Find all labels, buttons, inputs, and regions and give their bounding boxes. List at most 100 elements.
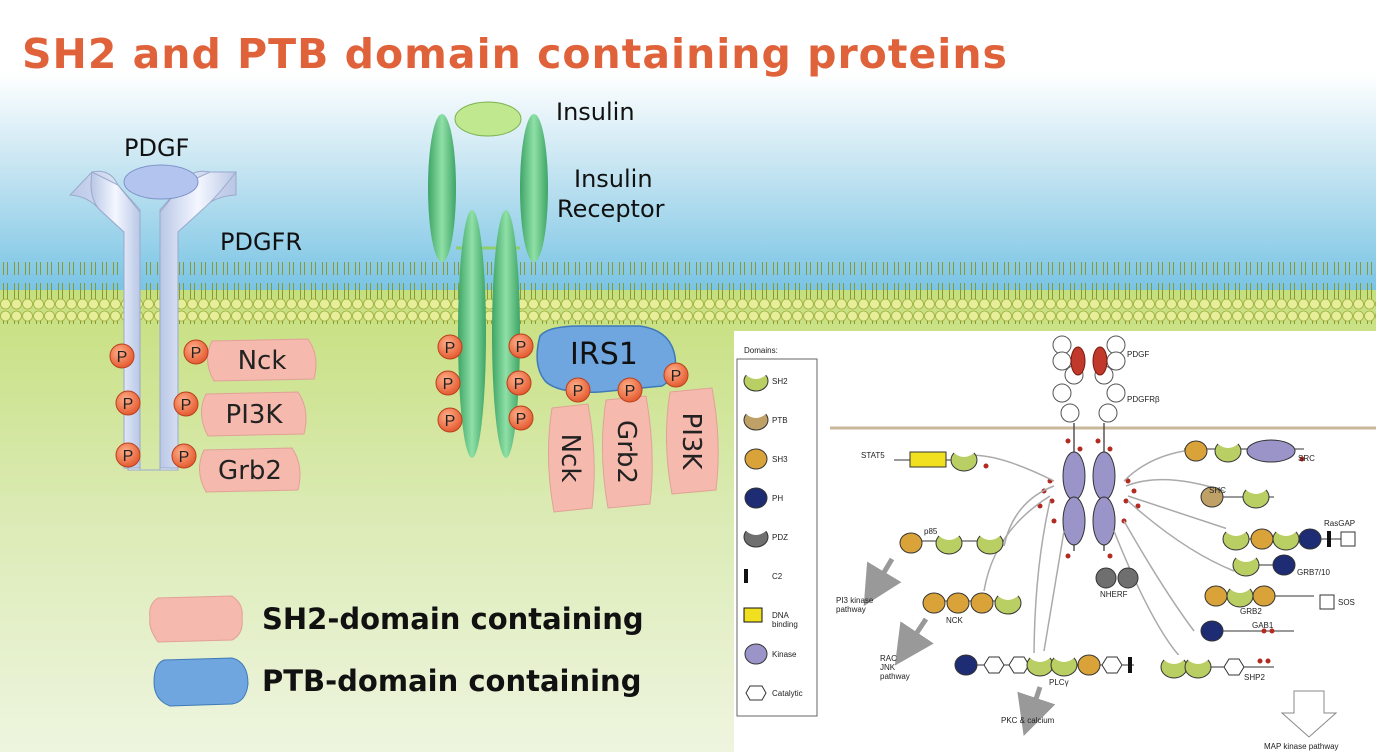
sh2-domain bbox=[976, 531, 1004, 555]
domain-legend-title: Domains: bbox=[744, 346, 778, 355]
shc-label: SHC bbox=[1209, 486, 1226, 495]
nck-sh3b bbox=[946, 592, 970, 614]
notch bbox=[1276, 527, 1296, 536]
receptor-ig-domain bbox=[1106, 335, 1126, 355]
domain-legend-c2: C2 bbox=[744, 569, 783, 583]
mapk-pathway-label: MAP kinase pathway bbox=[1264, 742, 1339, 751]
irs1-binder-nck bbox=[547, 403, 595, 513]
receptor-kinase-domain bbox=[1092, 496, 1116, 546]
sos-box bbox=[1319, 594, 1335, 610]
grb2-sh3 bbox=[1204, 585, 1228, 607]
legend-ptb-label: PTB-domain containing bbox=[262, 664, 642, 698]
phosphotyrosine bbox=[1257, 658, 1263, 664]
phospho-label: P bbox=[181, 397, 192, 414]
phospho-circle bbox=[115, 390, 141, 416]
slide-title: SH2 and PTB domain containing proteins bbox=[22, 30, 1008, 78]
nck-label: NCK bbox=[946, 616, 964, 625]
signaling-connector bbox=[1113, 530, 1185, 662]
hexagon-catalytic-icon bbox=[983, 656, 1005, 674]
receptor-ig-domain bbox=[1106, 383, 1126, 403]
phosphotyrosine bbox=[1299, 456, 1305, 462]
phospho-label: P bbox=[573, 383, 584, 400]
phospho-label: P bbox=[179, 449, 190, 466]
notch bbox=[1236, 553, 1256, 562]
domain-legend-pdz: PDZ bbox=[743, 525, 788, 548]
rasgap-sh3 bbox=[1250, 528, 1274, 550]
rasgap-label: RasGAP bbox=[1324, 519, 1355, 528]
notch bbox=[1164, 655, 1184, 664]
phosphotyrosine bbox=[1051, 518, 1057, 524]
phosphotyrosine bbox=[983, 463, 989, 469]
pkc-pathway-label: PKC & calcium bbox=[1001, 716, 1055, 725]
domain-legend-label: SH3 bbox=[772, 455, 788, 464]
grb2-sh3b bbox=[1252, 585, 1276, 607]
domain-legend-label: PH bbox=[772, 494, 783, 503]
phosphotyrosine bbox=[1037, 503, 1043, 509]
grb7-ph bbox=[1272, 554, 1296, 576]
signaling-connector bbox=[1043, 530, 1065, 652]
phospho-label: P bbox=[516, 339, 527, 356]
nherf-pdz bbox=[1095, 567, 1117, 589]
phospho-label: P bbox=[514, 376, 525, 393]
sos-label: SOS bbox=[1338, 598, 1355, 607]
domain-legend-sh2: SH2 bbox=[743, 369, 788, 392]
pi3k-arrow bbox=[863, 557, 902, 607]
shc-sh2 bbox=[1242, 485, 1270, 509]
phosphotyrosine bbox=[1265, 658, 1271, 664]
rasgap-ph bbox=[1298, 528, 1322, 550]
phosphotyrosine bbox=[1065, 438, 1071, 444]
p85-label: p85 bbox=[924, 527, 938, 536]
phospho-circle bbox=[437, 407, 463, 433]
receptor-kinase-domain bbox=[1062, 451, 1086, 501]
notch bbox=[746, 408, 766, 418]
src-kinase bbox=[1246, 439, 1296, 463]
notch bbox=[939, 531, 959, 540]
plcg-label: PLCγ bbox=[1049, 678, 1069, 687]
grb2-label: GRB2 bbox=[1240, 607, 1262, 616]
insulin-receptor bbox=[428, 101, 548, 458]
sh2-domain bbox=[1184, 655, 1212, 679]
receptor-kinase-domain bbox=[1062, 496, 1086, 546]
src-label: SRC bbox=[1298, 454, 1315, 463]
legend-sh2-swatch bbox=[149, 595, 243, 643]
nherf-pdz bbox=[1117, 567, 1139, 589]
signaling-connector bbox=[1123, 520, 1195, 632]
kinase-swatch bbox=[744, 643, 768, 665]
plcg-sh3 bbox=[1077, 654, 1101, 676]
nck-sh3 bbox=[922, 592, 946, 614]
hexagon-catalytic-icon bbox=[1223, 658, 1245, 676]
notch bbox=[1188, 655, 1208, 664]
phospho-circle bbox=[171, 443, 197, 469]
insulin-ligand bbox=[454, 101, 522, 137]
irs1-binder-label: PI3K bbox=[676, 413, 706, 471]
domain-legend-sh3: SH3 bbox=[744, 448, 788, 470]
gab1-ph bbox=[1200, 620, 1224, 642]
domain-legend-catalytic: Catalytic bbox=[745, 685, 803, 701]
notch bbox=[1230, 584, 1250, 593]
phospho-circle bbox=[508, 405, 534, 431]
ph-swatch bbox=[744, 487, 768, 509]
phospho-circle bbox=[565, 377, 591, 403]
phospho-label: P bbox=[123, 448, 134, 465]
irs1-binder-label: Nck bbox=[555, 434, 585, 483]
pdgf-ligand bbox=[123, 164, 199, 200]
gab1-label: GAB1 bbox=[1252, 621, 1274, 630]
stat5-label: STAT5 bbox=[861, 451, 885, 460]
receptor-ig-domain bbox=[1106, 351, 1126, 371]
src-sh3 bbox=[1184, 440, 1208, 462]
rasgap-c2 bbox=[1327, 531, 1331, 547]
signaling-connector bbox=[963, 454, 1055, 482]
receptor-ig-domain bbox=[1052, 351, 1072, 371]
notch bbox=[1226, 527, 1246, 536]
receptor-kinase-domain bbox=[1092, 451, 1116, 501]
receptor-ig-domain bbox=[1052, 335, 1072, 355]
signaling-connector bbox=[983, 495, 1051, 592]
grb7-label: GRB7/10 bbox=[1297, 568, 1330, 577]
